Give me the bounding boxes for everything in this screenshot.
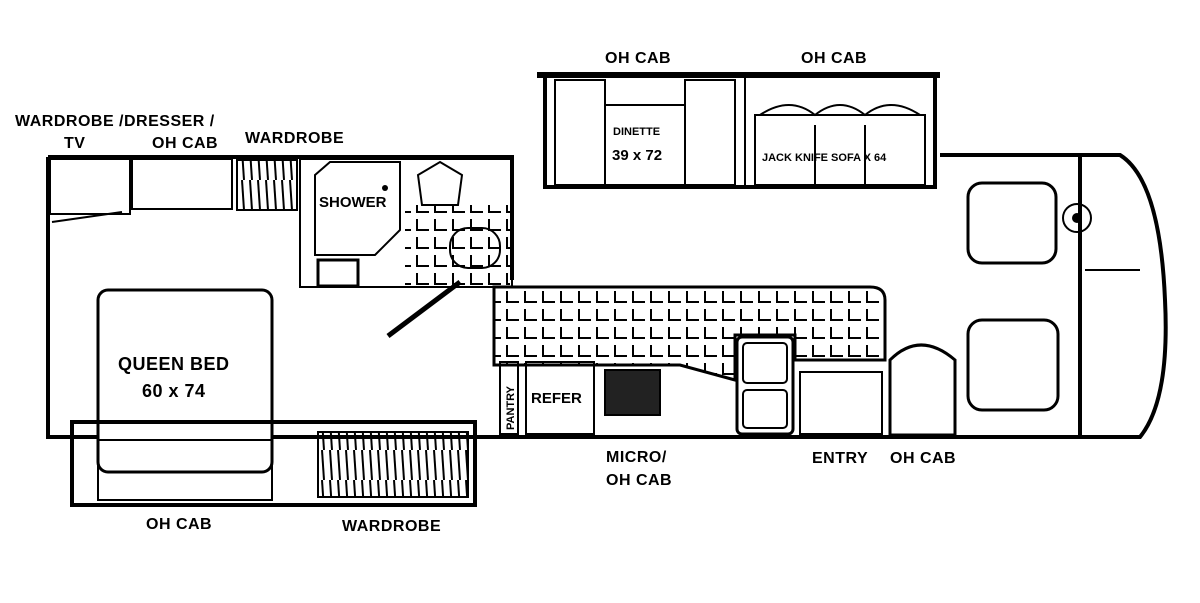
dinette	[554, 79, 736, 186]
kitchen	[492, 285, 887, 436]
sink	[735, 335, 795, 436]
queen-bed	[96, 288, 274, 474]
label-entry: ENTRY	[812, 450, 868, 467]
label-wardrobe-bottom: WARDROBE	[342, 518, 441, 535]
cab	[888, 157, 1140, 437]
label-bed-size: 60 x 74	[142, 381, 206, 401]
label-wardrobe-dresser: WARDROBE /DRESSER /	[15, 113, 215, 130]
label-wardrobe-top: WARDROBE	[245, 130, 344, 147]
label-dinette: DINETTE	[613, 126, 660, 138]
label-oh-cab-bedroom: OH CAB	[152, 135, 218, 152]
jack-knife-sofa	[754, 104, 926, 186]
label-micro: MICRO/	[606, 449, 667, 466]
label-entry-oh-cab: OH CAB	[890, 450, 956, 467]
bathroom	[299, 158, 513, 338]
label-micro-oh-cab: OH CAB	[606, 472, 672, 489]
label-shower: SHOWER	[319, 194, 387, 211]
label-tv: TV	[64, 135, 85, 152]
label-oh-cab-sofa: OH CAB	[801, 50, 867, 67]
label-sofa: JACK KNIFE SOFA X 64	[762, 152, 887, 164]
label-refer: REFER	[531, 390, 582, 407]
label-oh-cab-bottom: OH CAB	[146, 516, 212, 533]
label-queen-bed: QUEEN BED	[118, 354, 230, 374]
bedroom-top-cabinets	[49, 158, 298, 223]
label-dinette-size: 39 x 72	[612, 147, 662, 164]
label-oh-cab-dinette: OH CAB	[605, 50, 671, 67]
bedroom-slideout	[70, 420, 477, 507]
dinette-slideout	[537, 72, 940, 189]
label-pantry: PANTRY	[505, 385, 517, 430]
